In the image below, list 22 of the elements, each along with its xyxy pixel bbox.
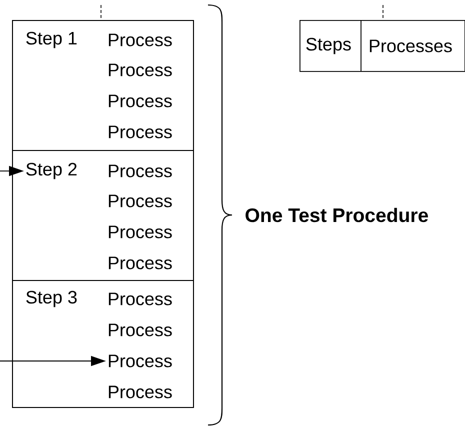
process-label: Process (108, 194, 172, 208)
brace-label: One Test Procedure (246, 208, 428, 222)
step-section (12, 150, 194, 281)
process-label: Process (108, 34, 172, 46)
process-label: Process (108, 94, 172, 108)
process-label: Process (108, 354, 172, 368)
key-box (300, 20, 465, 72)
process-label: Process (108, 292, 172, 306)
step-label: Step 2 (26, 162, 77, 180)
process-label: Process (108, 324, 172, 336)
key-label: Steps (306, 38, 351, 54)
step-section (12, 20, 194, 151)
key-label: Processes (370, 40, 452, 52)
process-label: Process (108, 64, 172, 76)
process-label: Process (108, 126, 172, 138)
process-label: Process (108, 226, 172, 238)
process-label: Process (108, 386, 172, 398)
step-label: Step 3 (26, 290, 77, 308)
step-section (12, 280, 194, 408)
process-label: Process (108, 164, 172, 178)
process-label: Process (108, 256, 172, 270)
step-label: Step 1 (26, 32, 77, 48)
